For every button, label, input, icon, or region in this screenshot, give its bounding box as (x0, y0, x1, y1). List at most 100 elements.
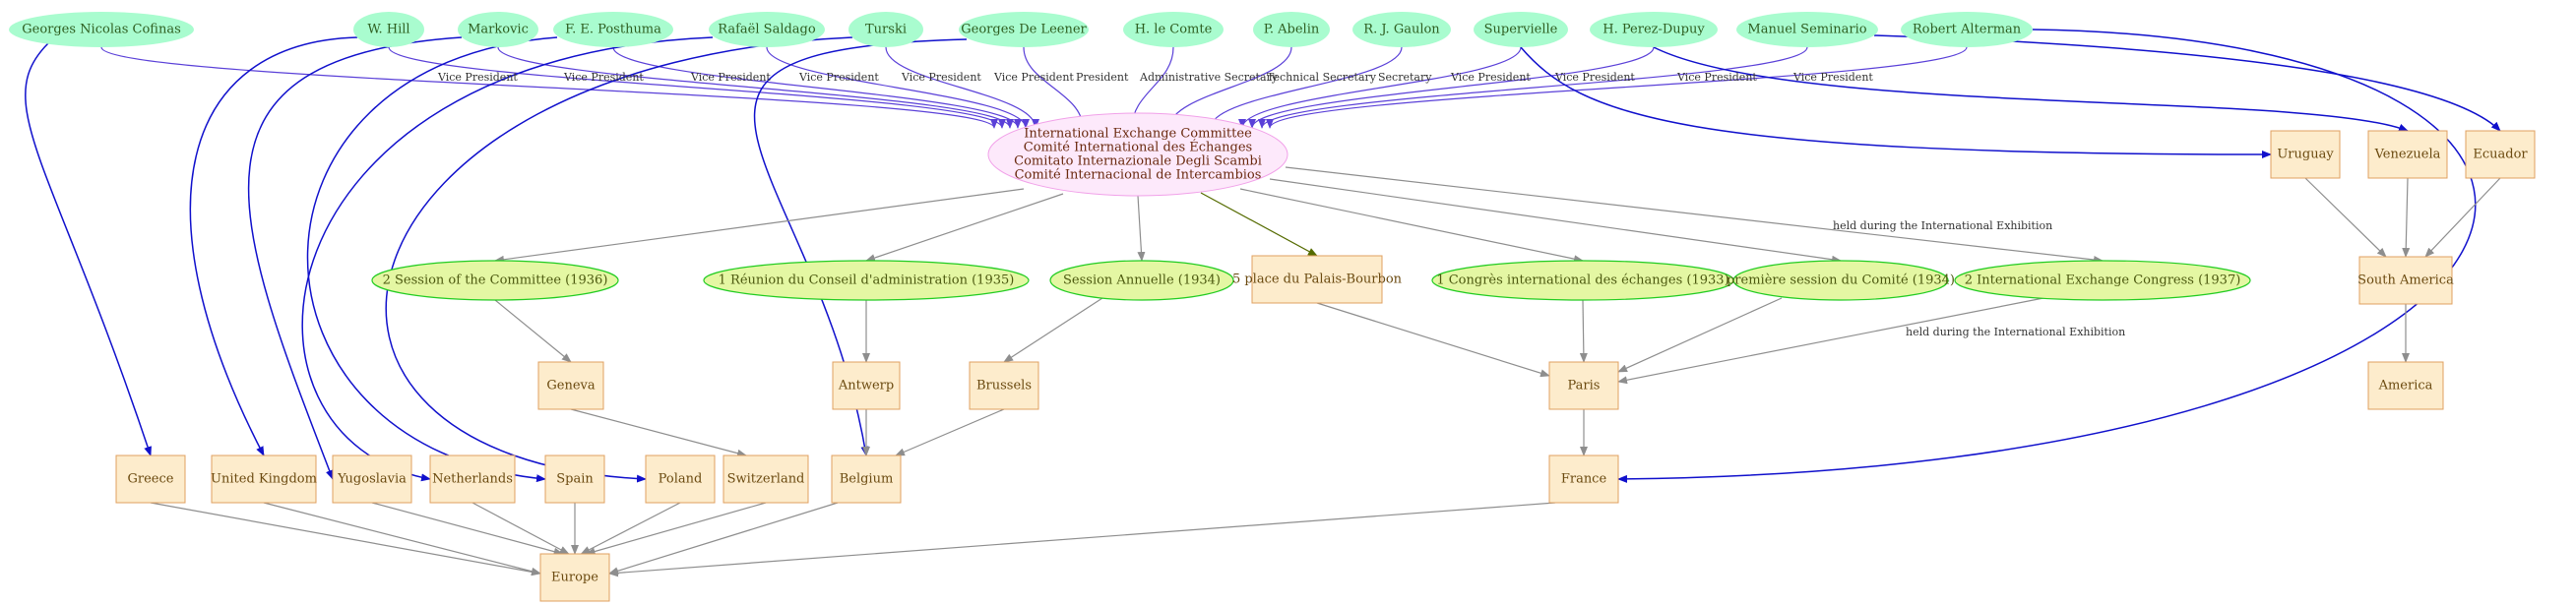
person-node-w-hill[interactable]: W. Hill (353, 12, 424, 47)
event-node-1-reunion-du-conseil-d-administration-1935[interactable]: 1 Réunion du Conseil d'administration (1… (703, 260, 1030, 301)
event-node-session-annuelle-1934[interactable]: Session Annuelle (1934) (1049, 260, 1234, 301)
place-node-venezuela[interactable]: Venezuela (2367, 130, 2448, 179)
place-node-geneva[interactable]: Geneva (537, 361, 604, 410)
edge-label-president: President (1076, 71, 1129, 84)
place-node-label: Greece (128, 472, 174, 487)
part-of-edge-poland (580, 502, 681, 555)
place-node-shape (211, 454, 317, 504)
person-node-markovic[interactable]: Markovic (458, 12, 538, 47)
place-node-spain[interactable]: Spain (544, 454, 605, 504)
role-edge-f-e-posthuma (612, 46, 1022, 129)
event-node-2-international-exchange-congress-1937[interactable]: 2 International Exchange Congress (1937) (1954, 260, 2251, 301)
person-node-shape (458, 12, 538, 47)
place-node-label: United Kingdom (211, 472, 317, 487)
role-edge-markovic (497, 46, 1014, 129)
person-node-label: Georges De Leener (961, 23, 1087, 37)
place-node-shape (332, 454, 412, 504)
person-node-p-abelin[interactable]: P. Abelin (1253, 12, 1330, 47)
part-of-edge-ecuador (2424, 177, 2501, 258)
nationality-edge-rafael-saldago (301, 36, 714, 482)
person-node-manuel-seminario[interactable]: Manuel Seminario (1736, 12, 1878, 47)
place-node-ecuador[interactable]: Ecuador (2465, 130, 2536, 179)
person-node-rafael-saldago[interactable]: Rafaël Saldago (709, 12, 825, 47)
place-node-uruguay[interactable]: Uruguay (2270, 130, 2341, 179)
place-node-label: Venezuela (2374, 148, 2441, 162)
nationality-edge-robert-alterman (1617, 29, 2477, 483)
place-node-europe[interactable]: Europe (539, 553, 610, 602)
nationality-edge-turski (385, 36, 853, 483)
person-node-label: Robert Alterman (1913, 23, 2022, 37)
place-node-greece[interactable]: Greece (115, 454, 186, 504)
person-node-label: R. J. Gaulon (1363, 23, 1440, 37)
place-node-shape (2367, 361, 2444, 410)
place-node-label: Brussels (976, 379, 1032, 394)
place-node-poland[interactable]: Poland (645, 454, 716, 504)
place-node-brussels[interactable]: Brussels (969, 361, 1039, 410)
edge-label-vice-president: Vice President (1554, 71, 1635, 84)
place-node-shape (115, 454, 186, 504)
event-node-shape (703, 260, 1030, 301)
nationality-edge-h-perez-dupuy (1653, 46, 2409, 132)
event-node-label: Session Annuelle (1934) (1063, 273, 1221, 288)
center-node-label: Comitato Internazionale Degli Scambi (1014, 154, 1262, 169)
person-node-h-perez-dupuy[interactable]: H. Perez-Dupuy (1590, 12, 1718, 47)
center-node-shape (987, 112, 1288, 197)
edge-label-vice-president: Vice President (1676, 71, 1757, 84)
event-node-label: 2 International Exchange Congress (1937) (1965, 273, 2241, 288)
part-of-edge-yugoslavia (371, 502, 564, 556)
place-node-south-america[interactable]: South America (2357, 256, 2454, 305)
place-node-label: Yugoslavia (337, 472, 407, 487)
event-node-premiere-session-du-comite-1934[interactable]: première session du Comité (1934) (1727, 260, 1955, 301)
place-node-paris[interactable]: Paris (1548, 361, 1619, 410)
person-node-shape (353, 12, 424, 47)
event-edge-2-international-exchange-congress-1937 (1285, 166, 2104, 264)
person-node-label: H. le Comte (1135, 23, 1213, 37)
event-node-2-session-of-the-committee-1936[interactable]: 2 Session of the Committee (1936) (371, 260, 619, 301)
role-edge-manuel-seminario (1258, 46, 1808, 129)
place-node-antwerp[interactable]: Antwerp (832, 361, 901, 410)
place-node-shape (969, 361, 1039, 410)
nationality-edge-georges-nicolas-cofinas (25, 42, 152, 456)
event-node-1-congres-international-des-echanges-1933[interactable]: 1 Congrès international des échanges (19… (1431, 260, 1734, 301)
place-node-label: France (1561, 472, 1607, 487)
location-edge-palais-paris (1316, 302, 1550, 378)
place-node-shape (831, 454, 902, 504)
person-node-turski[interactable]: Turski (848, 12, 923, 47)
edge-label-administrative-secretary: Administrative Secretary (1139, 71, 1279, 84)
place-node-netherlands[interactable]: Netherlands (429, 454, 516, 504)
place-node-label: 5 place du Palais-Bourbon (1232, 273, 1403, 287)
event-node-shape (1732, 260, 1949, 301)
part-of-edge-france (608, 502, 1556, 577)
place-node-belgium[interactable]: Belgium (831, 454, 902, 504)
person-node-supervielle[interactable]: Supervielle (1474, 12, 1568, 47)
person-node-robert-alterman[interactable]: Robert Alterman (1901, 12, 2033, 47)
place-node-shape (537, 361, 604, 410)
place-node-america[interactable]: America (2367, 361, 2444, 410)
place-node-yugoslavia[interactable]: Yugoslavia (332, 454, 412, 504)
person-node-shape (553, 12, 673, 47)
person-node-label: H. Perez-Dupuy (1602, 23, 1705, 37)
person-node-shape (9, 12, 194, 47)
person-node-georges-de-leener[interactable]: Georges De Leener (959, 12, 1089, 47)
place-node-switzerland[interactable]: Switzerland (723, 454, 809, 504)
person-node-f-e-posthuma[interactable]: F. E. Posthuma (553, 12, 673, 47)
event-node-shape (1049, 260, 1234, 301)
place-node-label: Paris (1568, 379, 1601, 394)
part-of-edge-united-kingdom (263, 502, 541, 576)
part-of-edge-netherlands (471, 502, 570, 555)
nationality-edge-supervielle (1520, 46, 2272, 158)
place-node-shape (1548, 454, 1619, 504)
person-node-shape (1123, 12, 1224, 47)
place-node-france[interactable]: France (1548, 454, 1619, 504)
place-node-united-kingdom[interactable]: United Kingdom (211, 454, 317, 504)
edge-label-vice-president: Vice President (1450, 71, 1531, 84)
nationality-edge-manuel-seminario (1873, 34, 2501, 132)
place-node-shape (645, 454, 716, 504)
person-node-h-le-comte[interactable]: H. le Comte (1123, 12, 1224, 47)
place-node-5-place-du-palais-bourbon[interactable]: 5 place du Palais-Bourbon (1232, 255, 1403, 304)
person-node-r-j-gaulon[interactable]: R. J. Gaulon (1352, 12, 1451, 47)
place-node-label: Spain (556, 472, 594, 487)
person-node-georges-nicolas-cofinas[interactable]: Georges Nicolas Cofinas (9, 12, 194, 47)
event-node-shape (1954, 260, 2251, 301)
